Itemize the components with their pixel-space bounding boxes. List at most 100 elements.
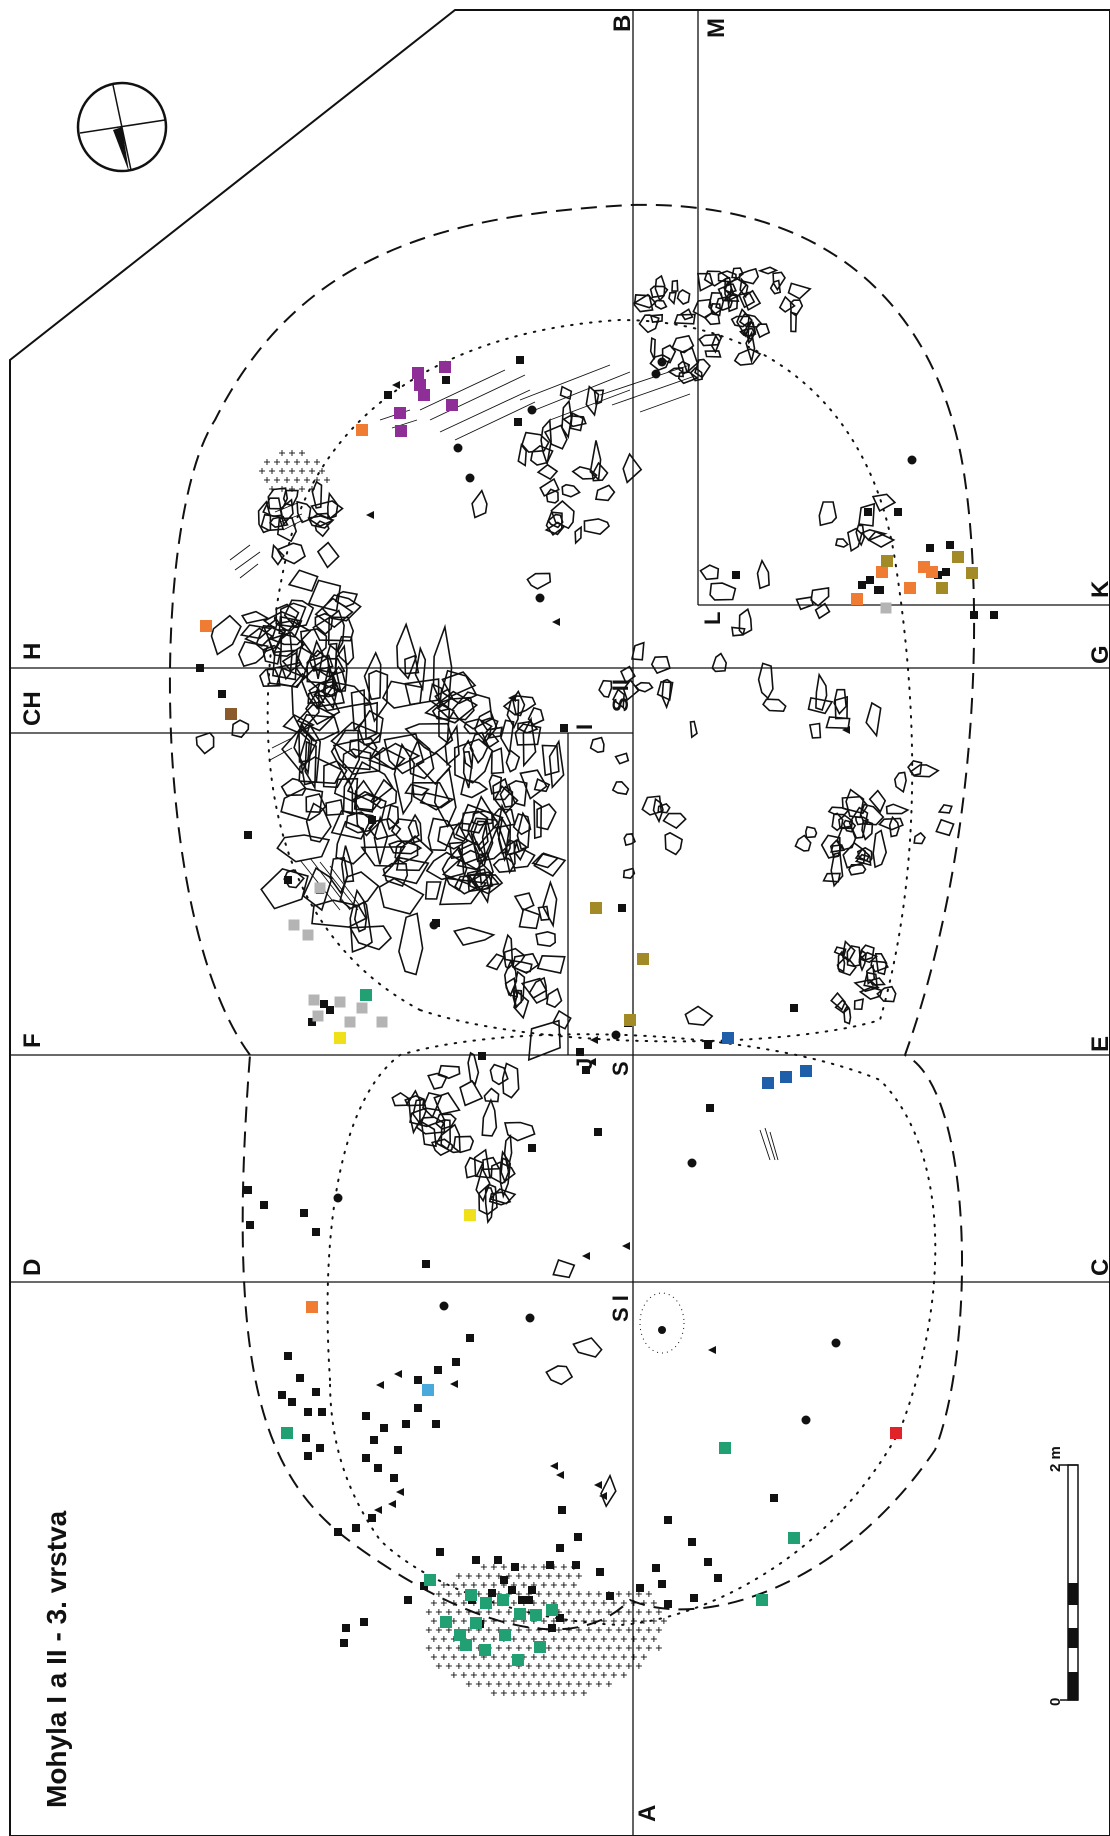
- stone: [656, 680, 674, 701]
- stone: [307, 515, 335, 529]
- orange-find-square: [356, 424, 368, 436]
- grey-find-square: [356, 1002, 368, 1014]
- black-find-square: [946, 541, 954, 549]
- stone: [513, 892, 535, 912]
- stone: [438, 707, 451, 745]
- stone: [848, 863, 867, 876]
- green-find-square: [546, 1604, 558, 1616]
- stone: [299, 713, 340, 742]
- stone: [935, 818, 955, 837]
- stone: [307, 690, 325, 705]
- black-find-square: [368, 816, 376, 824]
- stone: [600, 1473, 617, 1508]
- stone: [463, 718, 493, 735]
- green-find-square: [440, 1616, 452, 1628]
- stone: [589, 736, 605, 754]
- stone: [373, 815, 389, 865]
- stone: [457, 840, 486, 865]
- stone: [448, 841, 464, 860]
- stone: [822, 872, 841, 883]
- black-find-square: [488, 1589, 496, 1597]
- stone: [479, 717, 499, 731]
- stone: [195, 731, 215, 755]
- orange-find-square: [851, 593, 863, 605]
- stone: [559, 385, 573, 401]
- black-find-square: [790, 1004, 798, 1012]
- stone: [381, 856, 430, 885]
- find-triangle: [622, 1242, 630, 1250]
- stone: [661, 344, 677, 364]
- stone: [885, 803, 910, 815]
- stone: [742, 289, 762, 312]
- black-find-square: [942, 568, 950, 576]
- blue-find-square: [722, 1032, 734, 1044]
- stone: [271, 543, 285, 566]
- black-find-square: [394, 1446, 402, 1454]
- stone: [874, 952, 888, 976]
- stone: [545, 987, 563, 1009]
- stone: [349, 888, 373, 954]
- stone: [276, 517, 298, 543]
- stone: [541, 744, 560, 777]
- black-find-square: [618, 904, 626, 912]
- stone: [280, 777, 307, 797]
- stone: [614, 752, 630, 765]
- black-find-square: [390, 1474, 398, 1482]
- black-find-square: [404, 1596, 412, 1604]
- stone: [698, 333, 723, 347]
- black-find-square: [318, 1408, 326, 1416]
- black-find-square: [525, 1596, 533, 1604]
- stone: [464, 871, 501, 889]
- stone: [739, 277, 749, 299]
- stone: [513, 838, 528, 862]
- stone: [279, 498, 294, 527]
- stone: [634, 681, 654, 693]
- purple-find-square: [412, 367, 424, 379]
- grey-find-square: [302, 929, 314, 941]
- green-find-square: [497, 1594, 509, 1606]
- stone: [424, 690, 479, 724]
- purple-find-square: [394, 407, 406, 419]
- stone: [335, 820, 367, 865]
- black-find-square: [594, 1128, 602, 1136]
- stone: [747, 318, 756, 345]
- stone: [841, 795, 869, 815]
- stone: [552, 1258, 576, 1279]
- stone: [404, 722, 454, 755]
- grid-label-a: A: [634, 1805, 661, 1822]
- stone: [453, 738, 494, 784]
- stone: [724, 278, 748, 297]
- stone: [302, 867, 333, 912]
- black-find-square: [246, 1221, 254, 1229]
- stone: [501, 1062, 520, 1099]
- stone: [790, 311, 798, 333]
- black-find-square: [436, 1548, 444, 1556]
- stone: [843, 1005, 852, 1025]
- black-find-square: [442, 376, 450, 384]
- stone: [893, 771, 907, 794]
- black-find-square: [422, 1260, 430, 1268]
- stone: [855, 524, 866, 547]
- stone: [830, 991, 847, 1011]
- stone: [503, 1121, 536, 1142]
- stone: [471, 488, 488, 519]
- black-find-square: [864, 508, 872, 516]
- find-triangle: [374, 1506, 382, 1514]
- stone: [539, 477, 560, 497]
- stone: [395, 835, 434, 872]
- stone: [471, 810, 494, 826]
- black-find-square: [732, 571, 740, 579]
- stone: [757, 266, 779, 275]
- stone: [854, 816, 869, 826]
- stone: [679, 346, 699, 374]
- stone: [490, 1161, 516, 1185]
- stone: [404, 783, 430, 796]
- stone: [638, 314, 660, 334]
- black-find-square: [770, 1494, 778, 1502]
- stone: [467, 1051, 480, 1086]
- stone: [272, 649, 298, 681]
- green-find-square: [788, 1532, 800, 1544]
- grey-find-square: [376, 1016, 388, 1028]
- black-find-square: [500, 1576, 508, 1584]
- black-find-square: [518, 1596, 526, 1604]
